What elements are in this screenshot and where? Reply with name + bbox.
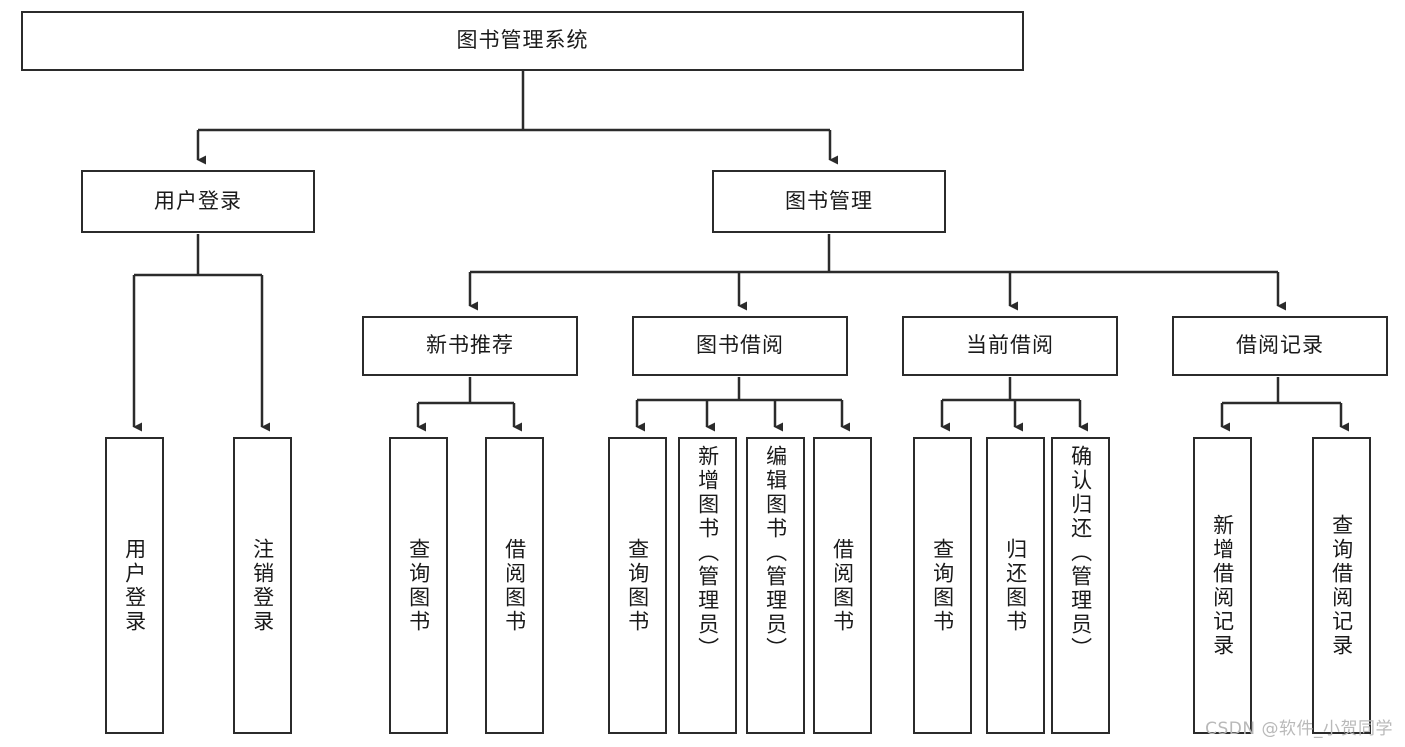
node-leaf-add-book[interactable]: 新增图书（管理员） [678, 437, 737, 734]
node-leaf-confirm-return-label: 确认归还（管理员） [1068, 445, 1093, 661]
watermark-text: CSDN @软件_小贺同学 [1205, 719, 1393, 739]
node-leaf-return-book[interactable]: 归还图书 [986, 437, 1045, 734]
node-leaf-logout-label: 注销登录 [250, 537, 275, 634]
node-leaf-add-record-label: 新增借阅记录 [1210, 513, 1235, 658]
node-borrow-record-label: 借阅记录 [1236, 333, 1324, 358]
node-leaf-add-book-label: 新增图书（管理员） [695, 445, 720, 661]
node-leaf-query-book-1-label: 查询图书 [406, 537, 431, 634]
node-leaf-borrow-book-1-label: 借阅图书 [502, 537, 527, 634]
node-user-login-label: 用户登录 [154, 188, 242, 213]
node-leaf-add-record[interactable]: 新增借阅记录 [1193, 437, 1252, 734]
node-leaf-query-book-2[interactable]: 查询图书 [608, 437, 667, 734]
node-book-manage-label: 图书管理 [785, 188, 873, 213]
node-user-login[interactable]: 用户登录 [81, 170, 315, 233]
node-leaf-query-book-1[interactable]: 查询图书 [389, 437, 448, 734]
node-book-manage[interactable]: 图书管理 [712, 170, 946, 233]
node-root[interactable]: 图书管理系统 [21, 11, 1024, 71]
node-leaf-borrow-book-2[interactable]: 借阅图书 [813, 437, 872, 734]
node-borrow-record[interactable]: 借阅记录 [1172, 316, 1388, 376]
node-leaf-query-book-3[interactable]: 查询图书 [913, 437, 972, 734]
node-leaf-borrow-book-2-label: 借阅图书 [830, 537, 855, 634]
node-leaf-query-record-label: 查询借阅记录 [1329, 513, 1354, 658]
node-new-book-rec-label: 新书推荐 [426, 333, 514, 358]
node-current-borrow-label: 当前借阅 [966, 333, 1054, 358]
node-leaf-user-login[interactable]: 用户登录 [105, 437, 164, 734]
node-root-label: 图书管理系统 [456, 28, 589, 53]
node-leaf-return-book-label: 归还图书 [1003, 537, 1028, 634]
node-leaf-confirm-return[interactable]: 确认归还（管理员） [1051, 437, 1110, 734]
node-current-borrow[interactable]: 当前借阅 [902, 316, 1118, 376]
node-leaf-query-book-2-label: 查询图书 [625, 537, 650, 634]
node-new-book-rec[interactable]: 新书推荐 [362, 316, 578, 376]
node-leaf-query-record[interactable]: 查询借阅记录 [1312, 437, 1371, 734]
node-leaf-query-book-3-label: 查询图书 [930, 537, 955, 634]
node-leaf-edit-book-label: 编辑图书（管理员） [763, 445, 788, 661]
node-leaf-borrow-book-1[interactable]: 借阅图书 [485, 437, 544, 734]
node-leaf-edit-book[interactable]: 编辑图书（管理员） [746, 437, 805, 734]
node-leaf-user-login-label: 用户登录 [122, 537, 147, 634]
node-book-borrow[interactable]: 图书借阅 [632, 316, 848, 376]
node-book-borrow-label: 图书借阅 [696, 333, 784, 358]
node-leaf-logout[interactable]: 注销登录 [233, 437, 292, 734]
